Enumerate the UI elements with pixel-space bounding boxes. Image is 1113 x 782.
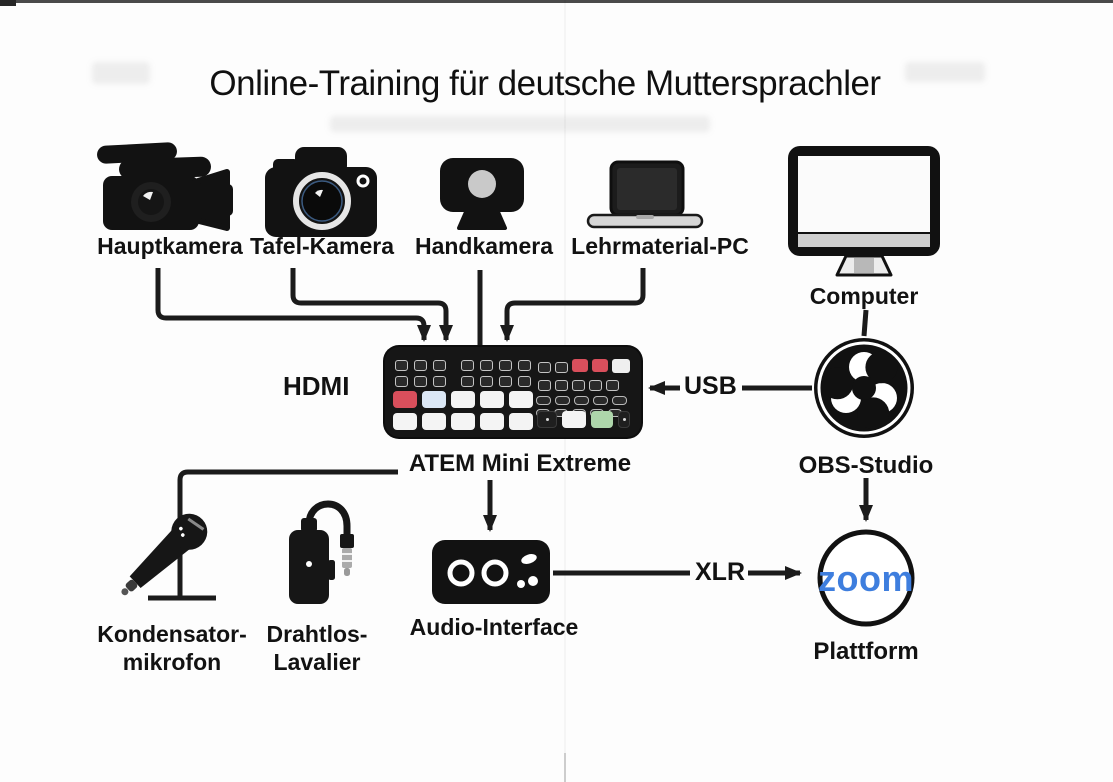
obs-logo-icon	[814, 338, 914, 438]
zoom-logo-text: zoom	[818, 558, 914, 599]
scan-edge-top	[0, 0, 1113, 3]
kondensator-label-line1: Kondensator-	[97, 621, 247, 647]
camcorder-icon	[97, 142, 233, 231]
paper-fold-mark	[564, 753, 566, 782]
lavalier-label-line2: Lavalier	[273, 649, 361, 675]
page-title: Online-Training für deutsche Muttersprac…	[209, 64, 881, 103]
webcam-icon	[440, 158, 524, 230]
hauptkamera-label: Hauptkamera	[97, 233, 243, 259]
laptop-icon	[586, 160, 704, 229]
hdmi-connection-label: HDMI	[283, 371, 350, 401]
atem-label: ATEM Mini Extreme	[408, 450, 632, 477]
bleed-through-ghost-text	[905, 62, 985, 82]
lavalier-mic-icon	[289, 500, 354, 604]
audiointerface-label: Audio-Interface	[409, 614, 579, 640]
audio-interface-icon	[432, 540, 550, 604]
atem-buttons-right-top	[538, 358, 630, 373]
kondensator-label-line2: mikrofon	[122, 649, 222, 675]
tafelkamera-label: Tafel-Kamera	[249, 233, 395, 259]
obs-label: OBS-Studio	[798, 452, 934, 479]
zoom-platform-label: Plattform	[813, 638, 919, 665]
lavalier-label-line1: Drahtlos-	[266, 621, 368, 647]
kondensator-label: Kondensator- mikrofon	[82, 620, 262, 676]
lehrmaterialpc-label: Lehrmaterial-PC	[571, 233, 749, 259]
usb-connection-label: USB	[684, 372, 737, 400]
atem-big-buttons-right	[537, 411, 630, 428]
microphone-icon	[121, 502, 216, 601]
atem-buttons-right-row3	[536, 396, 627, 405]
bleed-through-ghost-text	[92, 62, 150, 84]
atem-big-buttons-row1	[393, 391, 533, 408]
dslr-camera-icon	[265, 147, 377, 237]
handkamera-label: Handkamera	[414, 233, 554, 259]
bleed-through-ghost-text	[330, 116, 710, 132]
video-switcher-icon	[385, 347, 641, 437]
scan-edge-corner	[0, 0, 16, 6]
atem-buttons-left	[395, 360, 446, 387]
xlr-connection-label: XLR	[695, 558, 745, 586]
lavalier-label: Drahtlos- Lavalier	[247, 620, 387, 676]
atem-big-buttons-row2	[393, 413, 533, 430]
zoom-logo-icon	[817, 529, 915, 627]
atem-buttons-middle	[461, 360, 531, 387]
monitor-icon	[788, 146, 940, 277]
computer-label: Computer	[809, 283, 919, 309]
atem-buttons-right-row2	[538, 380, 619, 391]
